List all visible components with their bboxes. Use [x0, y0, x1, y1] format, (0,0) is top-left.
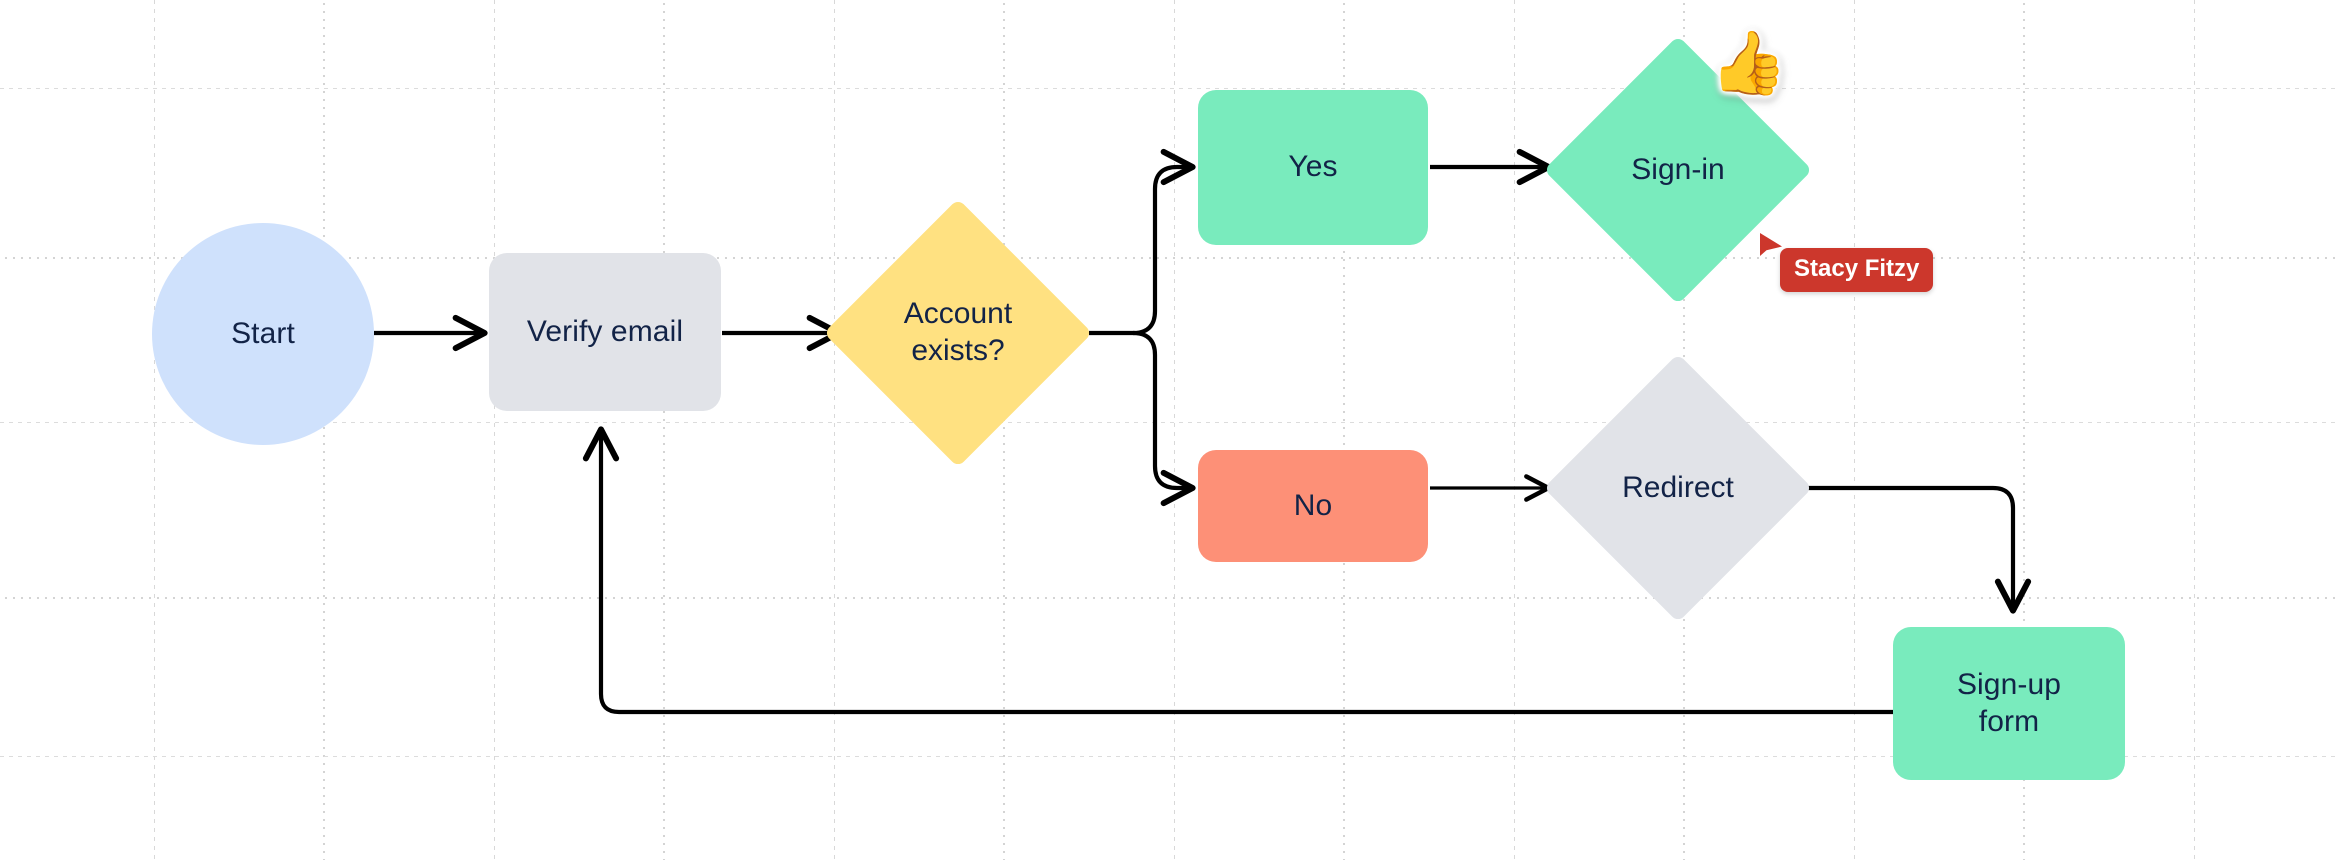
edge-account-exists-to-yes — [1132, 148, 1196, 336]
gridline-horizontal — [0, 422, 2336, 423]
node-no-label: No — [1293, 488, 1333, 522]
node-yes[interactable]: Yes — [1198, 90, 1428, 245]
node-redirect[interactable]: Redirect — [1543, 353, 1813, 623]
gridline-vertical — [1174, 0, 1175, 860]
thumbs-up-sticker-icon[interactable]: 👍 — [1710, 33, 1787, 95]
gridline-vertical — [154, 0, 155, 860]
gridline-vertical — [834, 0, 835, 860]
node-sign-in-label: Sign-in — [1631, 152, 1725, 186]
node-yes-label: Yes — [1288, 150, 1338, 184]
node-sign-in[interactable]: Sign-in — [1543, 35, 1813, 305]
cursor-name-label: Stacy Fitzy — [1780, 248, 1934, 292]
gridline-vertical — [1514, 0, 1515, 860]
edge-redirect-to-sign-up-form — [1805, 485, 2032, 614]
remote-cursor-stacy-fitzy: Stacy Fitzy — [1758, 232, 1934, 292]
node-verify-email-label: Verify email — [526, 314, 684, 348]
node-verify-email[interactable]: Verify email — [489, 253, 721, 411]
node-start[interactable]: Start — [152, 223, 374, 445]
node-no[interactable]: No — [1198, 450, 1428, 562]
cursor-pointer-icon — [1760, 233, 1782, 256]
edge-account-exists-to-no — [1132, 330, 1196, 507]
gridline-vertical — [2194, 0, 2195, 860]
node-start-label: Start — [231, 316, 295, 350]
gridline-horizontal — [0, 88, 2336, 89]
thumbs-up-glyph: 👍 — [1710, 29, 1788, 98]
gridline-vertical — [1854, 0, 1855, 860]
gridline-vertical — [494, 0, 495, 860]
node-redirect-label: Redirect — [1622, 470, 1734, 504]
